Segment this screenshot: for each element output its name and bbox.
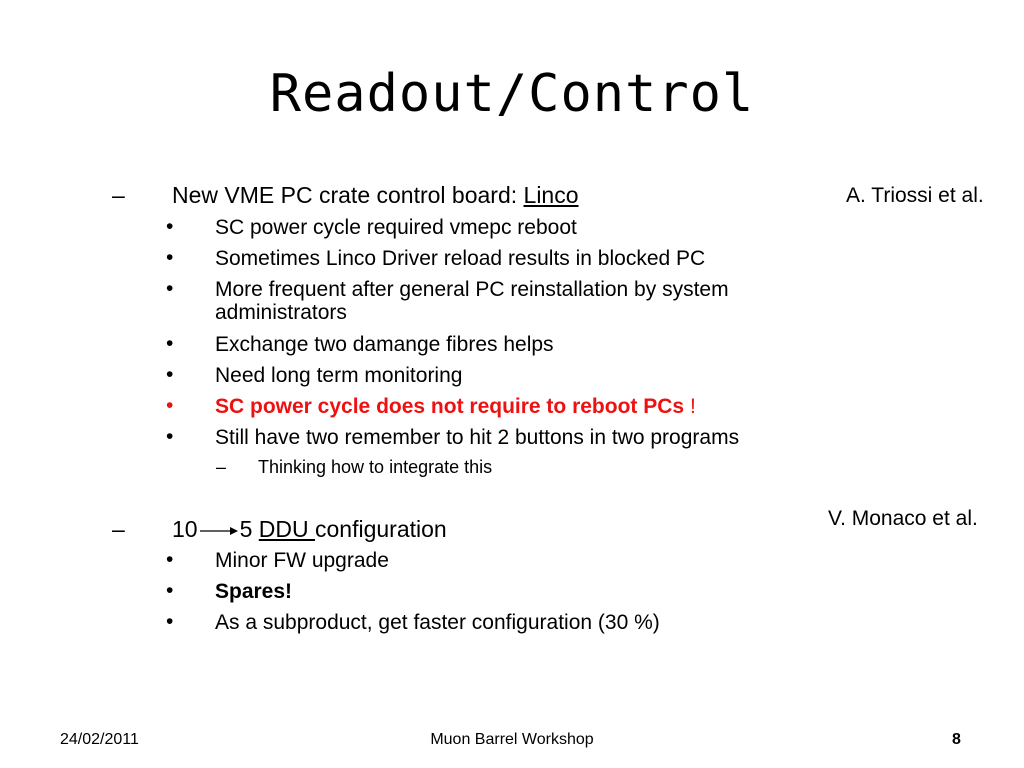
section1-marker: – xyxy=(112,182,125,208)
section1-heading-text: New VME PC crate control board: xyxy=(172,182,524,208)
bullet-marker: • xyxy=(166,610,174,633)
ddu-link: DDU xyxy=(258,516,316,542)
bullet-text: SC power cycle required vmepc reboot xyxy=(215,216,577,239)
bullet-marker: • xyxy=(166,425,174,448)
footer-date: 24/02/2011 xyxy=(60,731,139,748)
bullet-text: Need long term monitoring xyxy=(215,364,463,387)
bullet-marker: • xyxy=(166,394,174,417)
bullet-text: Still have two remember to hit 2 buttons… xyxy=(215,426,740,449)
bullet-text-bold: Spares! xyxy=(215,580,293,603)
bullet-marker: • xyxy=(166,548,174,571)
bullet-text: More frequent after general PC reinstall… xyxy=(215,278,729,324)
sub-bullet-marker: – xyxy=(216,457,227,477)
count-to: 5 xyxy=(239,516,253,542)
slide-title: Readout/Control xyxy=(269,64,755,124)
bullet-text-line1: More frequent after general PC reinstall… xyxy=(215,278,729,301)
bullet-text-line2: administrators xyxy=(215,301,347,324)
section2-heading: 10 5 DDU configuration xyxy=(172,515,447,543)
section2-marker: – xyxy=(112,516,125,542)
highlight-suffix: ! xyxy=(684,395,696,418)
bullet-marker: • xyxy=(166,277,174,300)
bullet-text-highlight: SC power cycle does not require to reboo… xyxy=(215,395,696,418)
footer-event: Muon Barrel Workshop xyxy=(430,731,594,748)
highlight-text: SC power cycle does not require to reboo… xyxy=(215,395,685,418)
section1-author: A. Triossi et al. xyxy=(846,184,984,207)
bullet-marker: • xyxy=(166,332,174,355)
section2-heading-rest: configuration xyxy=(315,516,447,542)
bullet-marker: • xyxy=(166,363,174,386)
bullet-text: Minor FW upgrade xyxy=(215,549,389,572)
sub-bullet-text: Thinking how to integrate this xyxy=(258,457,493,477)
bullet-text: Sometimes Linco Driver reload results in… xyxy=(215,247,706,270)
linco-link: Linco xyxy=(523,182,579,208)
bullet-text: Exchange two damange fibres helps xyxy=(215,333,554,356)
arrow-right-icon xyxy=(199,526,238,535)
bullet-marker: • xyxy=(166,246,174,269)
section2-author: V. Monaco et al. xyxy=(828,507,978,530)
bullet-marker: • xyxy=(166,579,174,602)
page-number: 8 xyxy=(952,731,961,748)
bullet-marker: • xyxy=(166,215,174,238)
count-from: 10 xyxy=(172,516,198,542)
section1-heading: New VME PC crate control board: Linco xyxy=(172,181,579,209)
bullet-text: As a subproduct, get faster configuratio… xyxy=(215,611,660,634)
